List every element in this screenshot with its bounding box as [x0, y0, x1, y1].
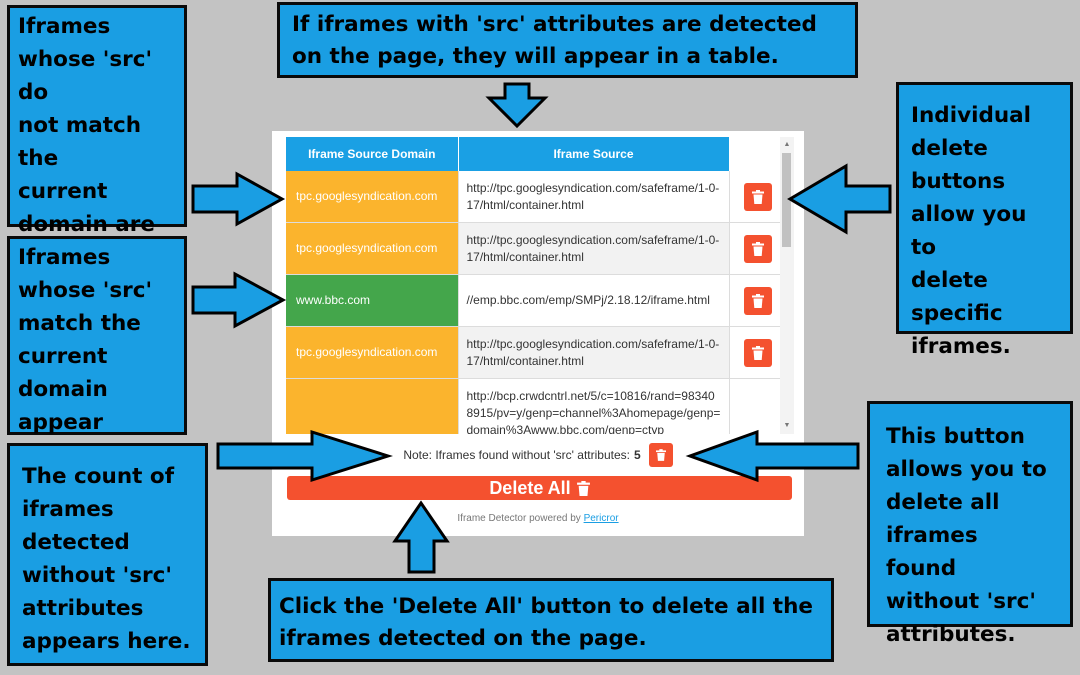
arrow-down-icon — [485, 82, 549, 129]
callout-delete-all: Click the 'Delete All' button to delete … — [268, 578, 834, 662]
trash-icon — [751, 241, 764, 256]
trash-icon — [751, 189, 764, 204]
header-actions — [729, 137, 786, 171]
delete-all-button[interactable]: Delete All — [287, 476, 792, 500]
callout-delete-nosrc: This button allows you to delete all ifr… — [867, 401, 1073, 647]
row-domain — [286, 378, 458, 434]
iframe-detector-panel: Iframe Source Domain Iframe Source tpc.g… — [272, 131, 804, 536]
trash-icon — [751, 293, 764, 308]
callout-table-info: If iframes with 'src' attributes are det… — [277, 2, 858, 78]
callout-individual-delete: Individual delete buttons allow you to d… — [896, 82, 1073, 359]
scroll-up-arrow-icon[interactable]: ▲ — [783, 141, 791, 148]
callout-match-green: Iframes whose 'src' match the current do… — [7, 236, 187, 468]
trash-icon — [576, 480, 590, 496]
callout-count-info: The count of iframes detected without 's… — [7, 443, 208, 666]
footer-link[interactable]: Pericror — [583, 513, 619, 524]
table-row: tpc.googlesyndication.com http://tpc.goo… — [286, 222, 786, 275]
iframe-table: Iframe Source Domain Iframe Source tpc.g… — [286, 137, 786, 434]
row-source: http://tpc.googlesyndication.com/safefra… — [457, 326, 730, 379]
header-source: Iframe Source — [458, 137, 730, 171]
arrow-left-icon — [787, 163, 892, 235]
row-source: http://tpc.googlesyndication.com/safefra… — [457, 222, 730, 275]
row-domain: www.bbc.com — [286, 274, 458, 327]
row-delete-button[interactable] — [743, 234, 772, 263]
header-source-domain: Iframe Source Domain — [286, 137, 459, 171]
row-domain: tpc.googlesyndication.com — [286, 222, 458, 275]
footer: Iframe Detector powered by Pericror — [272, 513, 804, 524]
delete-all-label: Delete All — [489, 477, 571, 498]
nosrc-note: Note: Iframes found without 'src' attrib… — [272, 443, 804, 467]
arrow-right-icon — [191, 171, 286, 227]
table-row: www.bbc.com //emp.bbc.com/emp/SMPj/2.18.… — [286, 274, 786, 327]
row-delete-button[interactable] — [743, 338, 772, 367]
table-scrollbar[interactable]: ▲ ▼ — [780, 137, 794, 434]
iframe-table-viewport[interactable]: Iframe Source Domain Iframe Source tpc.g… — [286, 137, 786, 434]
row-source: http://tpc.googlesyndication.com/safefra… — [457, 171, 730, 223]
row-source: //emp.bbc.com/emp/SMPj/2.18.12/iframe.ht… — [457, 274, 730, 327]
trash-icon — [655, 449, 666, 461]
table-header-row: Iframe Source Domain Iframe Source — [286, 137, 786, 171]
trash-icon — [751, 345, 764, 360]
row-domain: tpc.googlesyndication.com — [286, 171, 458, 223]
callout-mismatch-highlight: Iframes whose 'src' do not match the cur… — [7, 5, 187, 270]
nosrc-count: 5 — [634, 448, 641, 462]
row-source: http://bcp.crwdcntrl.net/5/c=10816/rand=… — [457, 378, 730, 434]
table-row: tpc.googlesyndication.com http://tpc.goo… — [286, 326, 786, 379]
delete-nosrc-button[interactable] — [648, 443, 673, 467]
footer-text: Iframe Detector powered by — [457, 513, 581, 524]
scroll-down-arrow-icon[interactable]: ▼ — [783, 422, 791, 429]
row-delete-button[interactable] — [743, 182, 772, 211]
row-domain: tpc.googlesyndication.com — [286, 326, 458, 379]
arrow-right-icon — [191, 271, 287, 329]
table-row: http://bcp.crwdcntrl.net/5/c=10816/rand=… — [286, 378, 786, 434]
scroll-thumb[interactable] — [782, 153, 791, 247]
nosrc-note-label: Note: Iframes found without 'src' attrib… — [403, 448, 630, 462]
table-row: tpc.googlesyndication.com http://tpc.goo… — [286, 171, 786, 223]
row-delete-button[interactable] — [743, 286, 772, 315]
